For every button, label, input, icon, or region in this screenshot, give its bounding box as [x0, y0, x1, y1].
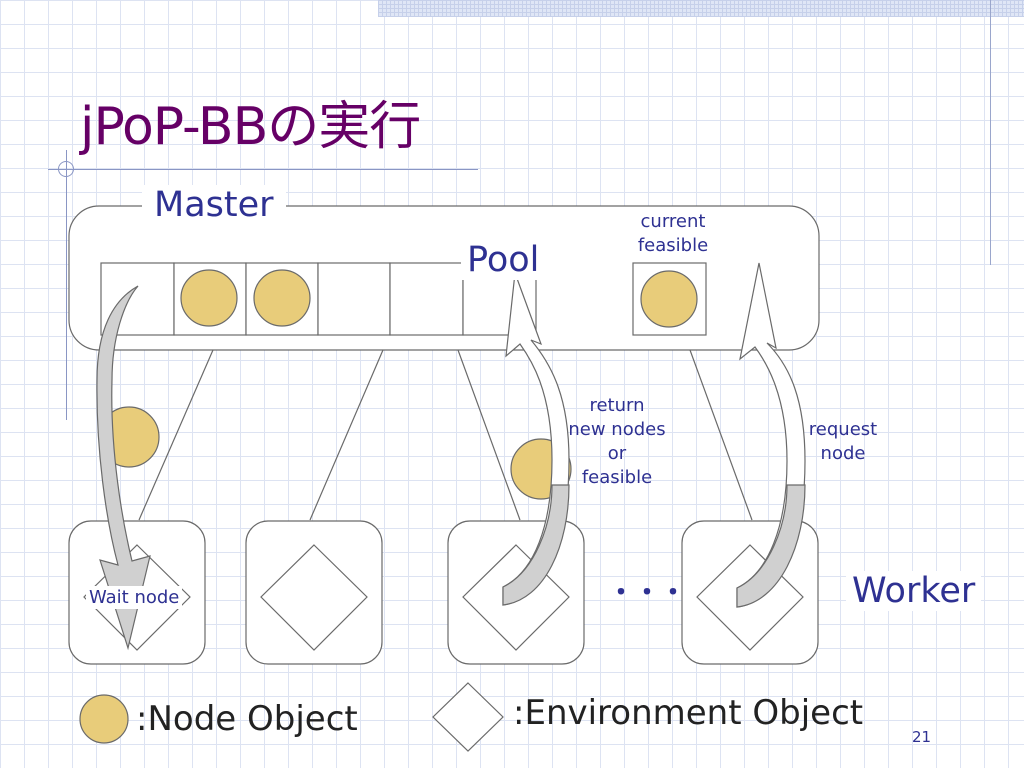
worker-connection-lines: [138, 349, 753, 521]
header-decoration-band: [378, 0, 1024, 17]
master-label: Master: [142, 185, 286, 225]
right-decoration-rule: [990, 0, 991, 265]
pool-label: Pool: [461, 240, 546, 280]
title-underline: [48, 169, 478, 170]
legend-environment-object-icon: [432, 682, 504, 752]
legend-node-object-label: :Node Object: [136, 699, 358, 739]
pool-node-object: [180, 269, 238, 327]
request-node-arrow-tail: [736, 484, 806, 608]
title-rule-circle: [58, 161, 74, 177]
pool-cell: [317, 262, 391, 336]
return-label: return new nodes or feasible: [568, 395, 666, 488]
legend-node-object-icon: [79, 694, 129, 744]
page-number: 21: [912, 728, 932, 746]
pool-node-object: [253, 269, 311, 327]
assign-node-arrow: [96, 285, 151, 651]
left-decoration-rule: [66, 150, 67, 420]
legend-environment-object-label: :Environment Object: [513, 693, 864, 733]
worker-label: Worker: [846, 571, 982, 611]
return-nodes-arrow-tail: [502, 484, 570, 606]
current-feasible-node-object: [640, 270, 698, 328]
slide-title: jPoP-BBの実行: [80, 97, 421, 157]
more-workers-ellipsis: ・・・: [608, 578, 687, 608]
current-feasible-label: current feasible: [637, 211, 709, 256]
request-node-label: request node: [808, 419, 878, 464]
pool-cell: [389, 262, 464, 336]
environment-object: [260, 544, 368, 651]
wait-node-label: Wait node: [86, 586, 183, 609]
